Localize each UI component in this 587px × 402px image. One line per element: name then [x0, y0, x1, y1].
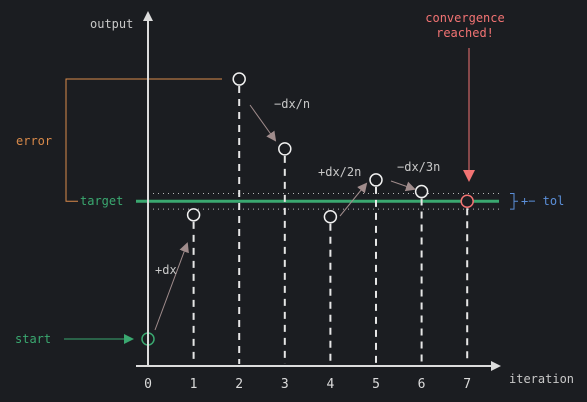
x-tick-label: 3 [281, 377, 289, 392]
x-tick-label: 5 [372, 377, 380, 392]
target-label: target [80, 194, 123, 208]
x-tick-label: 0 [144, 377, 152, 392]
x-tick-label: 7 [463, 377, 471, 392]
step-label: +dx/2n [318, 165, 361, 179]
convergence-label-line2: reached! [436, 26, 494, 40]
x-tick-label: 4 [326, 377, 334, 392]
tolerance-label: +− tol [521, 194, 564, 208]
iteration-marker [414, 184, 429, 199]
x-tick-labels: 0 1 2 3 4 5 6 7 [144, 377, 471, 392]
iteration-marker [278, 142, 292, 156]
tolerance-bracket [510, 192, 518, 210]
iteration-markers [141, 72, 474, 346]
y-axis-label: output [90, 17, 133, 31]
x-tick-label: 6 [418, 377, 426, 392]
start-label: start [15, 332, 51, 346]
convergence-label-line1: convergence [425, 11, 504, 25]
step-arrow [249, 104, 277, 142]
x-axis-label: iteration [509, 372, 574, 386]
error-label: error [16, 134, 52, 148]
step-label: +dx [155, 263, 177, 277]
error-bracket [65, 78, 222, 202]
step-arrow [339, 182, 368, 217]
iteration-stems [192, 86, 469, 364]
x-tick-label: 2 [235, 377, 243, 392]
step-arrow [154, 242, 189, 331]
iteration-marker [323, 210, 338, 224]
x-tick-label: 1 [190, 377, 198, 392]
step-arrow [390, 180, 416, 192]
step-arrows: +dx −dx/n +dx/2n −dx/3n [154, 97, 440, 331]
iteration-marker [232, 72, 246, 86]
step-label: −dx/3n [397, 160, 440, 174]
converged-marker [460, 194, 474, 209]
iteration-marker [369, 173, 383, 187]
iteration-marker [186, 208, 201, 222]
step-label: −dx/n [274, 97, 310, 111]
